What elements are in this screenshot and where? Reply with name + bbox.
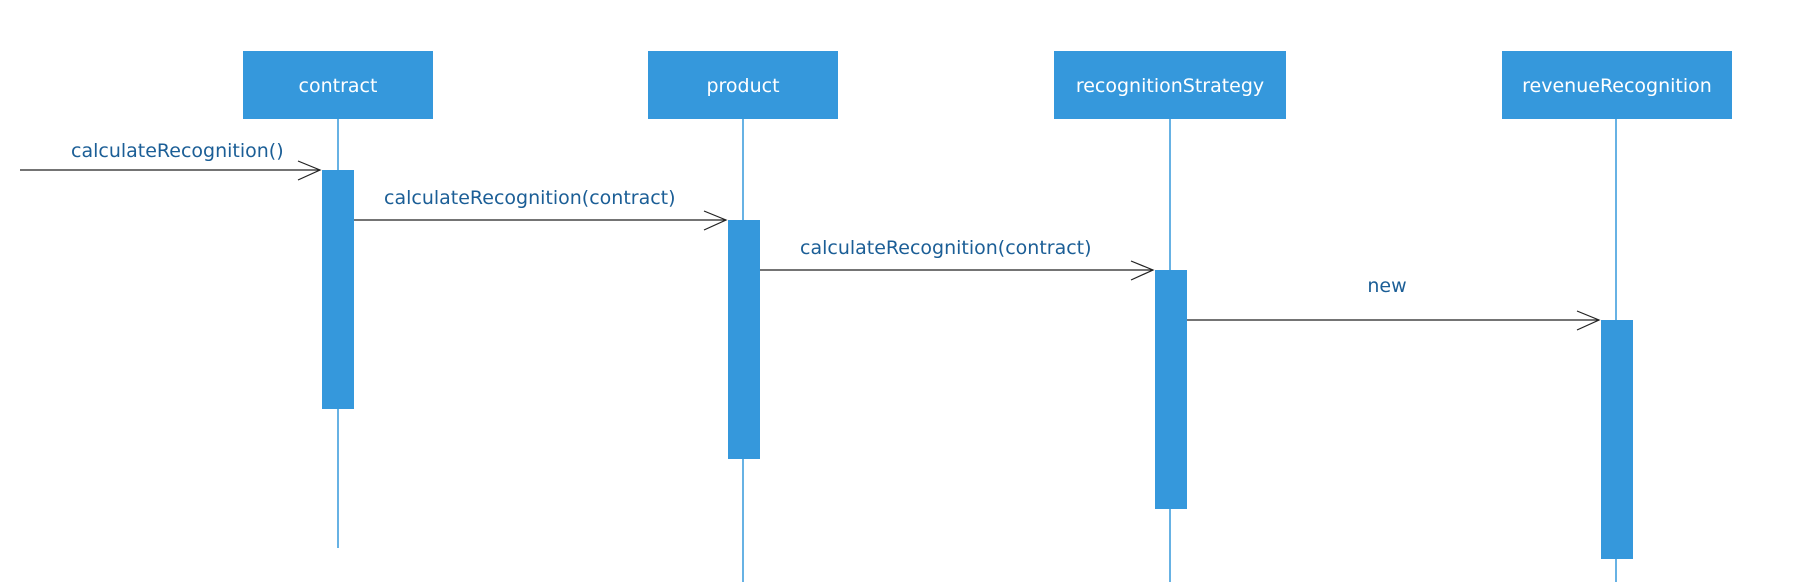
activation-bar-revenueRecognition [1601, 320, 1633, 559]
participant-revenueRecognition[interactable]: revenueRecognition [1502, 51, 1732, 119]
message-label: calculateRecognition(contract) [384, 187, 676, 209]
arrowhead-icon [1576, 310, 1601, 331]
participant-recognitionStrategy[interactable]: recognitionStrategy [1054, 51, 1286, 119]
message-label: new [1367, 275, 1406, 297]
arrowhead-icon [1130, 260, 1155, 281]
participant-label: revenueRecognition [1522, 75, 1712, 97]
participant-product[interactable]: product [648, 51, 838, 119]
activation-bar-contract [322, 170, 354, 409]
participant-contract[interactable]: contract [243, 51, 433, 119]
message-1[interactable]: calculateRecognition() [20, 140, 322, 181]
activation-bar-product [728, 220, 760, 459]
participant-label: recognitionStrategy [1076, 75, 1264, 97]
arrowhead-icon [297, 160, 322, 181]
message-label: calculateRecognition() [71, 140, 284, 162]
message-3[interactable]: calculateRecognition(contract) [760, 237, 1155, 281]
activation-bar-recognitionStrategy [1155, 270, 1187, 509]
message-4[interactable]: new [1187, 275, 1601, 331]
arrowhead-icon [703, 210, 728, 231]
message-2[interactable]: calculateRecognition(contract) [354, 187, 728, 231]
message-label: calculateRecognition(contract) [800, 237, 1092, 259]
participant-label: product [706, 75, 779, 97]
participant-label: contract [299, 75, 378, 97]
